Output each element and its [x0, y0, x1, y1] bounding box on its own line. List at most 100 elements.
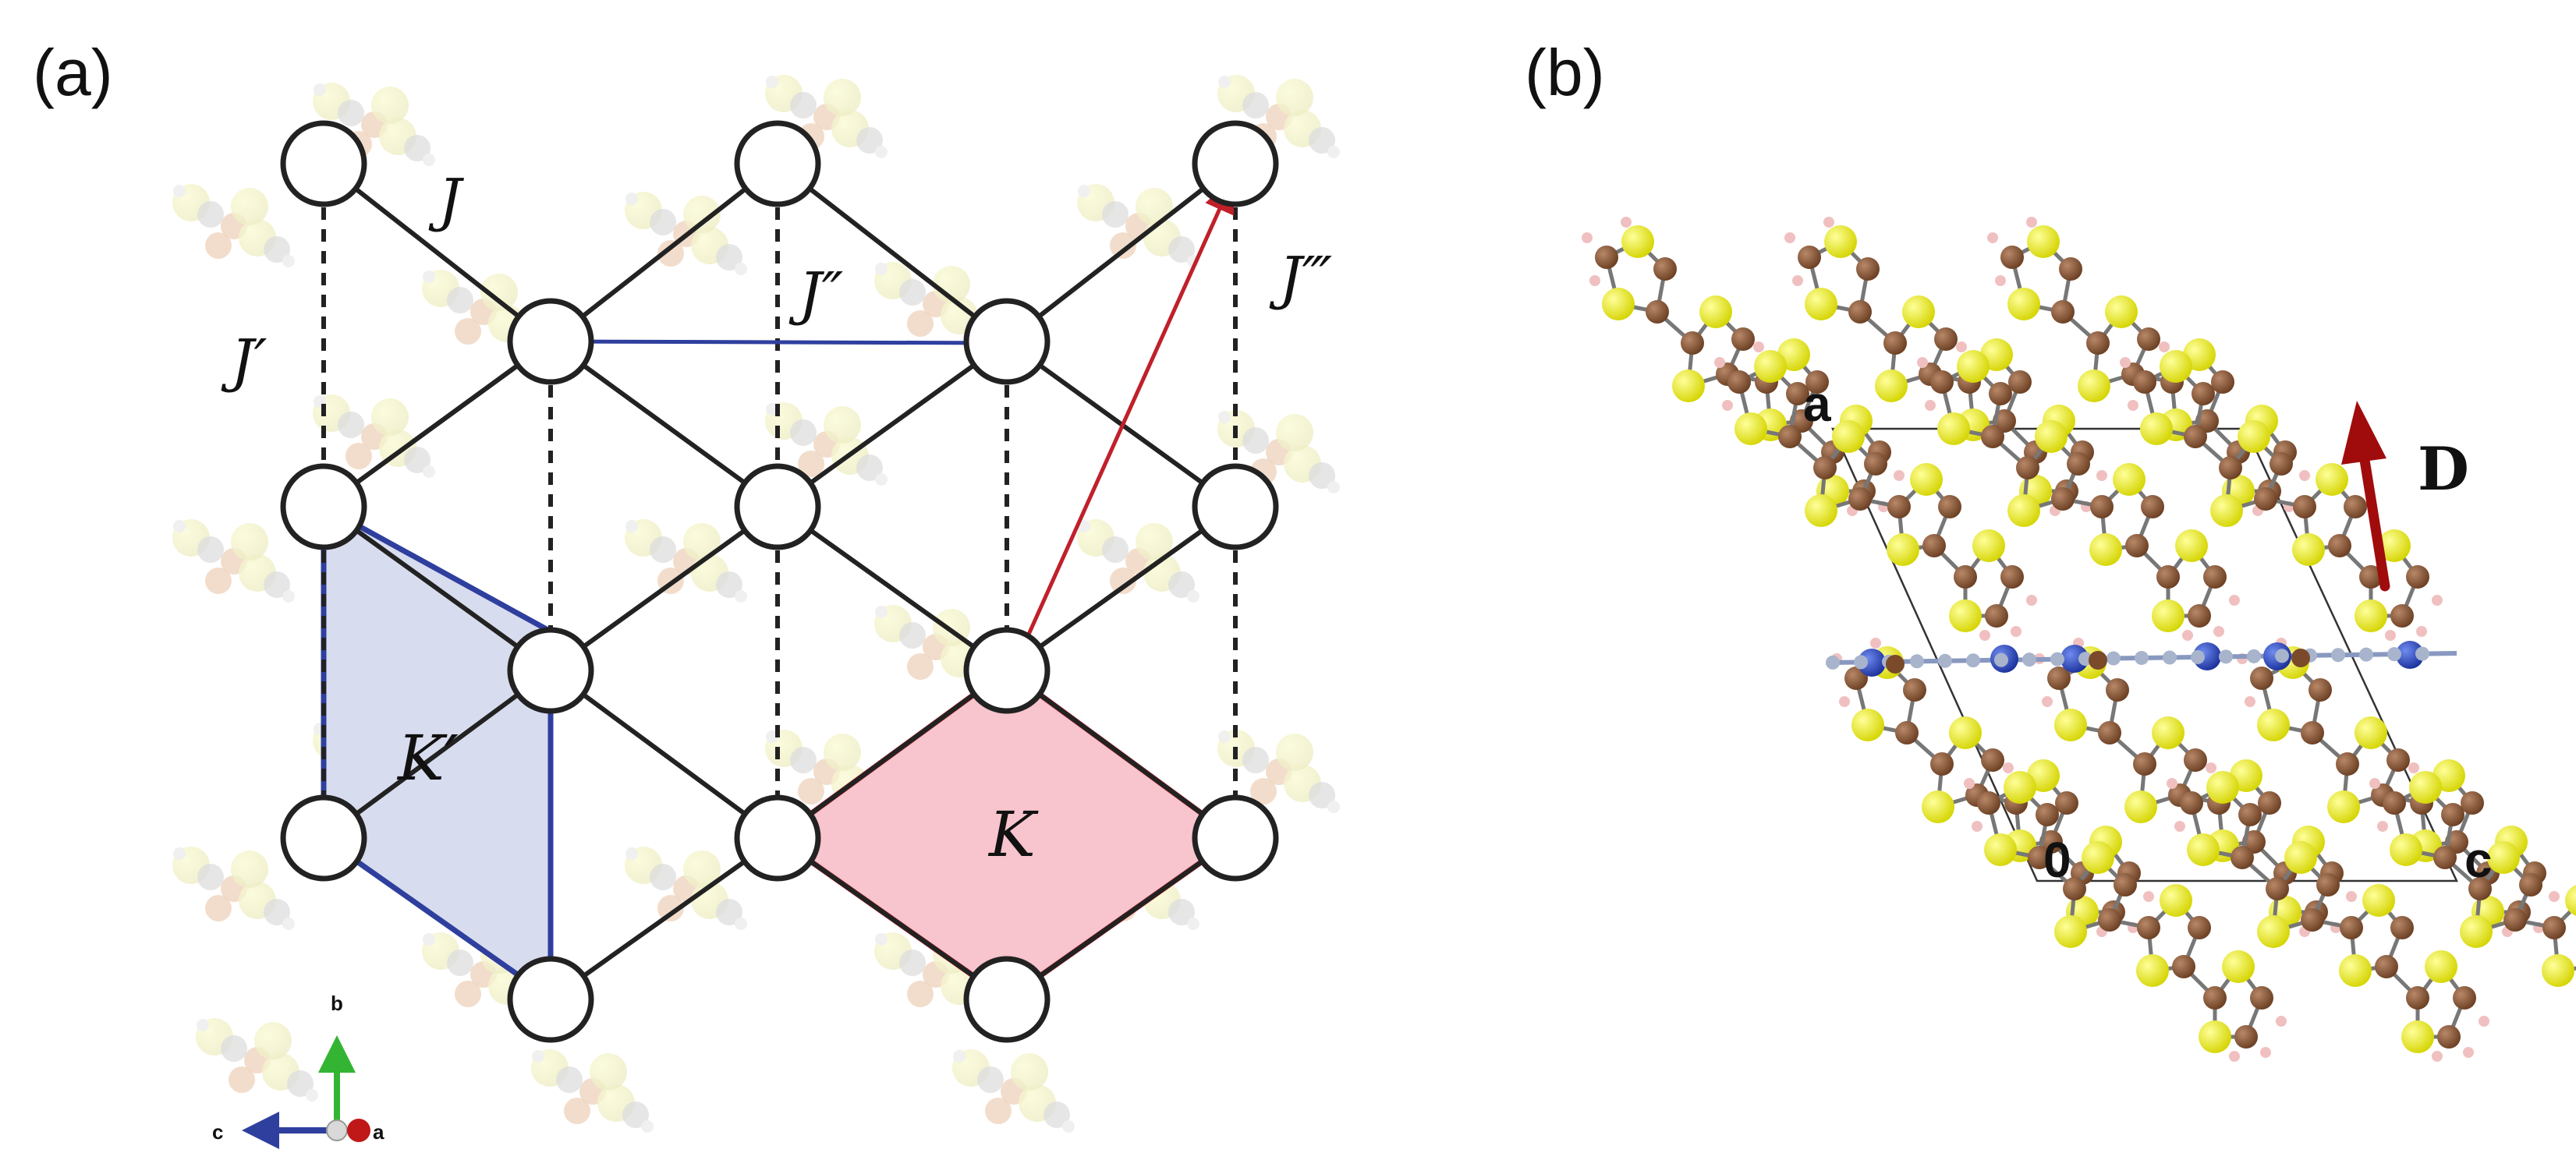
- ghost-atom: [875, 473, 888, 486]
- sulfur-atom: [1972, 529, 2005, 562]
- ghost-atom: [952, 1049, 990, 1087]
- hydrogen-atom: [1714, 357, 1725, 368]
- ghost-atom: [1242, 427, 1269, 454]
- carbon-atom: [2028, 846, 2051, 869]
- ghost-atom: [239, 219, 276, 256]
- red-double-arrow: [1012, 177, 1235, 671]
- sulfur-atom: [1875, 370, 1908, 402]
- site-A1: [280, 120, 367, 207]
- bond-A1-B1: [321, 161, 553, 344]
- ghost-molecule: [313, 394, 435, 478]
- anion-atom: [2135, 650, 2149, 665]
- ghost-atom: [875, 933, 888, 946]
- sulfur-atom: [2378, 529, 2411, 562]
- label-j-prime: J′: [221, 327, 268, 394]
- carbon-atom: [2133, 370, 2156, 394]
- ghost-atom: [556, 1066, 583, 1093]
- carbon-atom: [2293, 495, 2316, 518]
- carbon-atom: [1813, 456, 1837, 479]
- hydrogen-atom: [1894, 470, 1905, 481]
- carbon-atom: [2203, 986, 2227, 1010]
- ghost-atom: [798, 451, 824, 477]
- sulfur-atom: [2187, 833, 2220, 866]
- hydrogen-atom: [2377, 821, 2388, 832]
- ghost-atom: [716, 899, 742, 925]
- carbon-atom: [2328, 534, 2351, 557]
- anion-atom: [2247, 649, 2261, 663]
- anion-atom: [2107, 651, 2121, 666]
- carbon-atom: [2090, 495, 2114, 518]
- ghost-atom: [264, 571, 290, 598]
- ghost-molecule: [1077, 519, 1199, 603]
- anion-atom: [1966, 653, 1980, 668]
- bond-B1-C2: [548, 339, 780, 509]
- sulfur-atom: [2140, 412, 2173, 445]
- ghost-atom: [735, 590, 747, 603]
- sulfur-atom: [1957, 350, 1990, 383]
- carbon-atom: [2375, 955, 2398, 978]
- ghost-molecule: [625, 847, 747, 930]
- ghost-atom: [1011, 1053, 1048, 1091]
- carbon-atom: [1981, 748, 2004, 772]
- carbon-atom: [2036, 803, 2059, 826]
- ghost-atom: [1327, 481, 1340, 493]
- hydrogen-atom: [1925, 400, 1936, 411]
- carbon-atom: [1646, 300, 1669, 324]
- ghost-molecule: [952, 1049, 1075, 1133]
- sulfur-atom: [2292, 533, 2325, 566]
- ghost-atom: [790, 747, 817, 773]
- sulfur-atom: [2035, 420, 2068, 453]
- ghost-atom: [625, 519, 662, 557]
- ghost-atom: [765, 75, 803, 112]
- ghost-atom: [790, 419, 817, 446]
- ghost-molecule: [172, 519, 295, 603]
- site-B3: [507, 956, 594, 1043]
- ghost-atom: [899, 950, 926, 976]
- ghost-molecule: [172, 847, 295, 930]
- ghost-atom: [641, 1120, 654, 1133]
- carbon-atom: [2106, 678, 2129, 702]
- anion-atom: [2331, 648, 2345, 663]
- carbon-atom: [1977, 791, 2000, 815]
- hydrogen-atom: [2042, 696, 2053, 707]
- metal-atom: [2060, 645, 2089, 673]
- molecular-packing: [1582, 217, 2576, 1062]
- carbon-atom: [1938, 495, 1961, 518]
- ghost-atom: [977, 1066, 1004, 1093]
- ghost-molecule: [196, 1018, 318, 1102]
- ghost-atom: [221, 1035, 247, 1062]
- sulfur-atom: [1805, 288, 1837, 320]
- carbon-atom: [1886, 655, 1905, 674]
- carbon-atom: [2114, 873, 2137, 897]
- site-A2: [280, 463, 367, 550]
- carbon-atom: [2192, 382, 2215, 405]
- hydrogen-atom: [2213, 626, 2224, 637]
- carbon-atom: [2291, 649, 2310, 667]
- hydrogen-atom: [2408, 762, 2419, 773]
- ghost-atom: [371, 398, 409, 436]
- sulfur-atom: [2136, 954, 2169, 987]
- carbon-atom: [2390, 916, 2414, 939]
- ghost-molecule: [531, 1049, 654, 1133]
- hydrogen-atom: [2432, 1051, 2443, 1062]
- hydrogen-atom: [2432, 595, 2443, 606]
- ghost-atom: [1309, 127, 1335, 154]
- hydrogen-atom: [2026, 217, 2037, 228]
- ghost-atom: [173, 185, 186, 197]
- sulfur-atom: [2206, 771, 2239, 804]
- anion-atom: [2387, 647, 2401, 662]
- ghost-molecule: [1217, 730, 1340, 813]
- carbon-atom: [2188, 916, 2211, 939]
- ghost-atom: [282, 590, 295, 603]
- ghost-atom: [765, 730, 803, 767]
- sulfur-atom: [2152, 716, 2184, 749]
- carbon-atom: [2098, 721, 2121, 744]
- carbon-atom: [2336, 752, 2359, 776]
- ghost-atom: [197, 536, 224, 563]
- sulfur-atom: [1887, 533, 1919, 566]
- sulfur-atom: [2210, 494, 2243, 527]
- hydrogen-atom: [2385, 630, 2396, 641]
- ghost-atom: [1044, 1102, 1070, 1128]
- bond-D3-E3: [1005, 836, 1238, 1002]
- ghost-atom: [650, 209, 676, 235]
